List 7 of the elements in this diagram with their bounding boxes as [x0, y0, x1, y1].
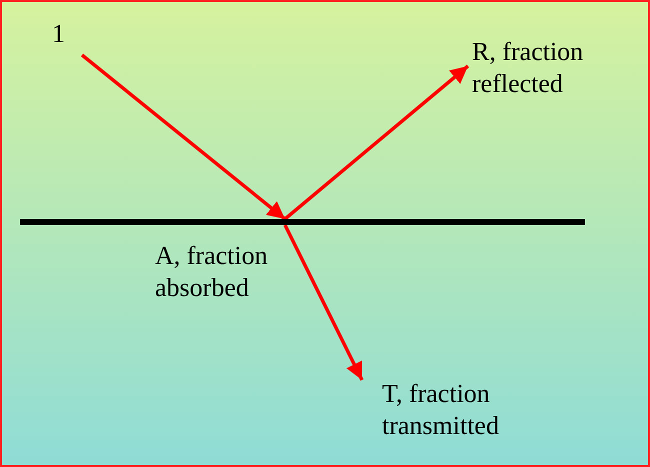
ray-arrow	[80, 54, 286, 220]
ray-arrow	[283, 224, 364, 381]
ray-label: R, fraction reflected	[472, 36, 632, 100]
absorbed-label: A, fraction absorbed	[155, 240, 269, 304]
ray-label: T, fraction transmitted	[382, 378, 562, 442]
ray-label: 1	[52, 18, 78, 50]
ray-arrow	[284, 64, 470, 220]
